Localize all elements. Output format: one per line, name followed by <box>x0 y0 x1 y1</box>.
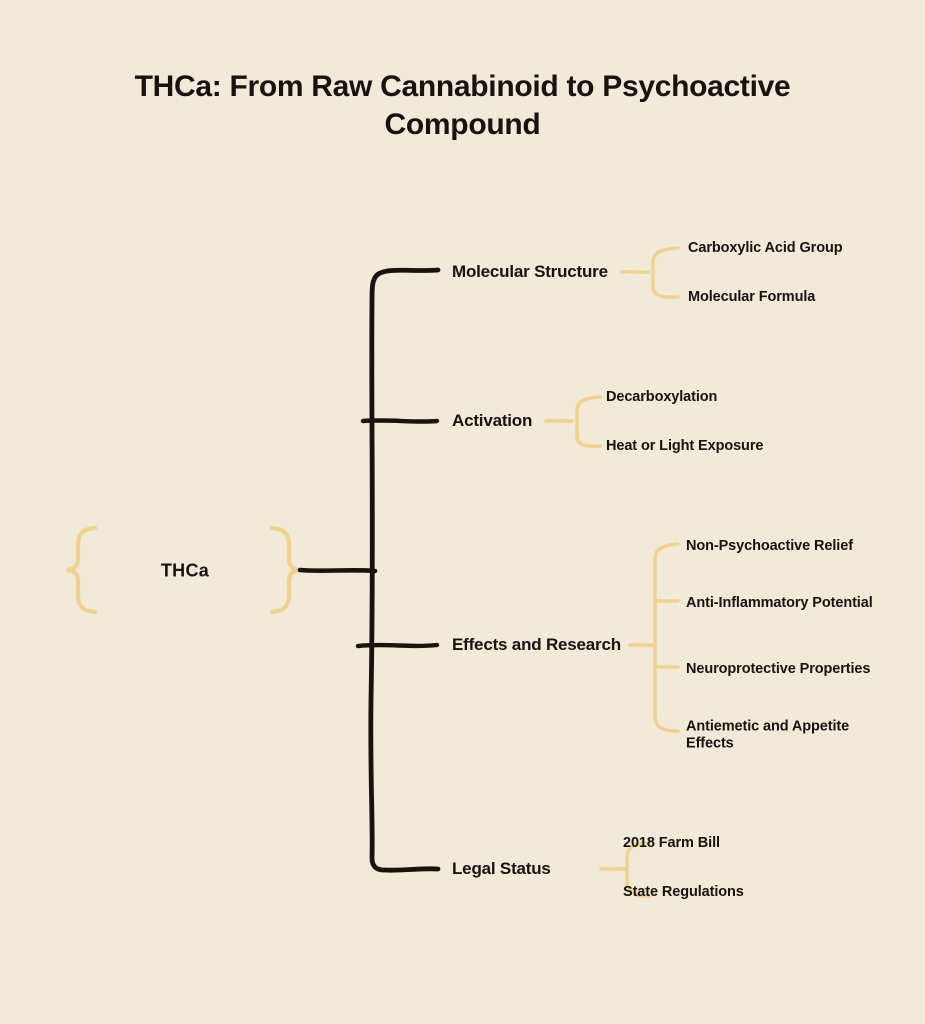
child-label-state-regulations: State Regulations <box>623 884 744 900</box>
legal-status-connector <box>599 841 651 898</box>
child-label-neuroprotective-properties: Neuroprotective Properties <box>686 660 871 677</box>
child-label-antiemetic-and-appetite-effects: Antiemetic and Appetite Effects <box>686 718 850 752</box>
root-trunk-line <box>297 567 378 574</box>
activation-branch-line <box>360 418 440 424</box>
page-title: THCa: From Raw Cannabinoid to Psychoacti… <box>134 70 791 141</box>
child-label-carboxylic-acid-group: Carboxylic Acid Group <box>688 240 843 256</box>
child-label-molecular-formula: Molecular Formula <box>688 289 816 305</box>
spine-line <box>368 267 441 873</box>
activation-connector <box>544 395 602 448</box>
molecular-structure-connector <box>620 246 680 299</box>
root-node-label: THCa <box>160 560 210 581</box>
child-label-2018-farm-bill: 2018 Farm Bill <box>623 835 720 851</box>
child-label-decarboxylation: Decarboxylation <box>606 389 718 405</box>
branch-label-legal-status: Legal Status <box>452 859 551 878</box>
child-label-non-psychoactive-relief: Non-Psychoactive Relief <box>686 538 853 554</box>
right-brace-icon <box>269 525 302 615</box>
left-brace-icon <box>65 525 98 615</box>
branch-label-activation: Activation <box>452 411 533 430</box>
effects-branch-line <box>355 642 440 649</box>
branch-label-molecular-structure: Molecular Structure <box>452 262 608 281</box>
branch-label-effects-and-research: Effects and Research <box>452 635 621 654</box>
child-label-heat-or-light-exposure: Heat or Light Exposure <box>606 438 764 454</box>
effects-connector <box>628 542 680 733</box>
child-label-anti-inflammatory-potential: Anti-Inflammatory Potential <box>686 594 873 611</box>
